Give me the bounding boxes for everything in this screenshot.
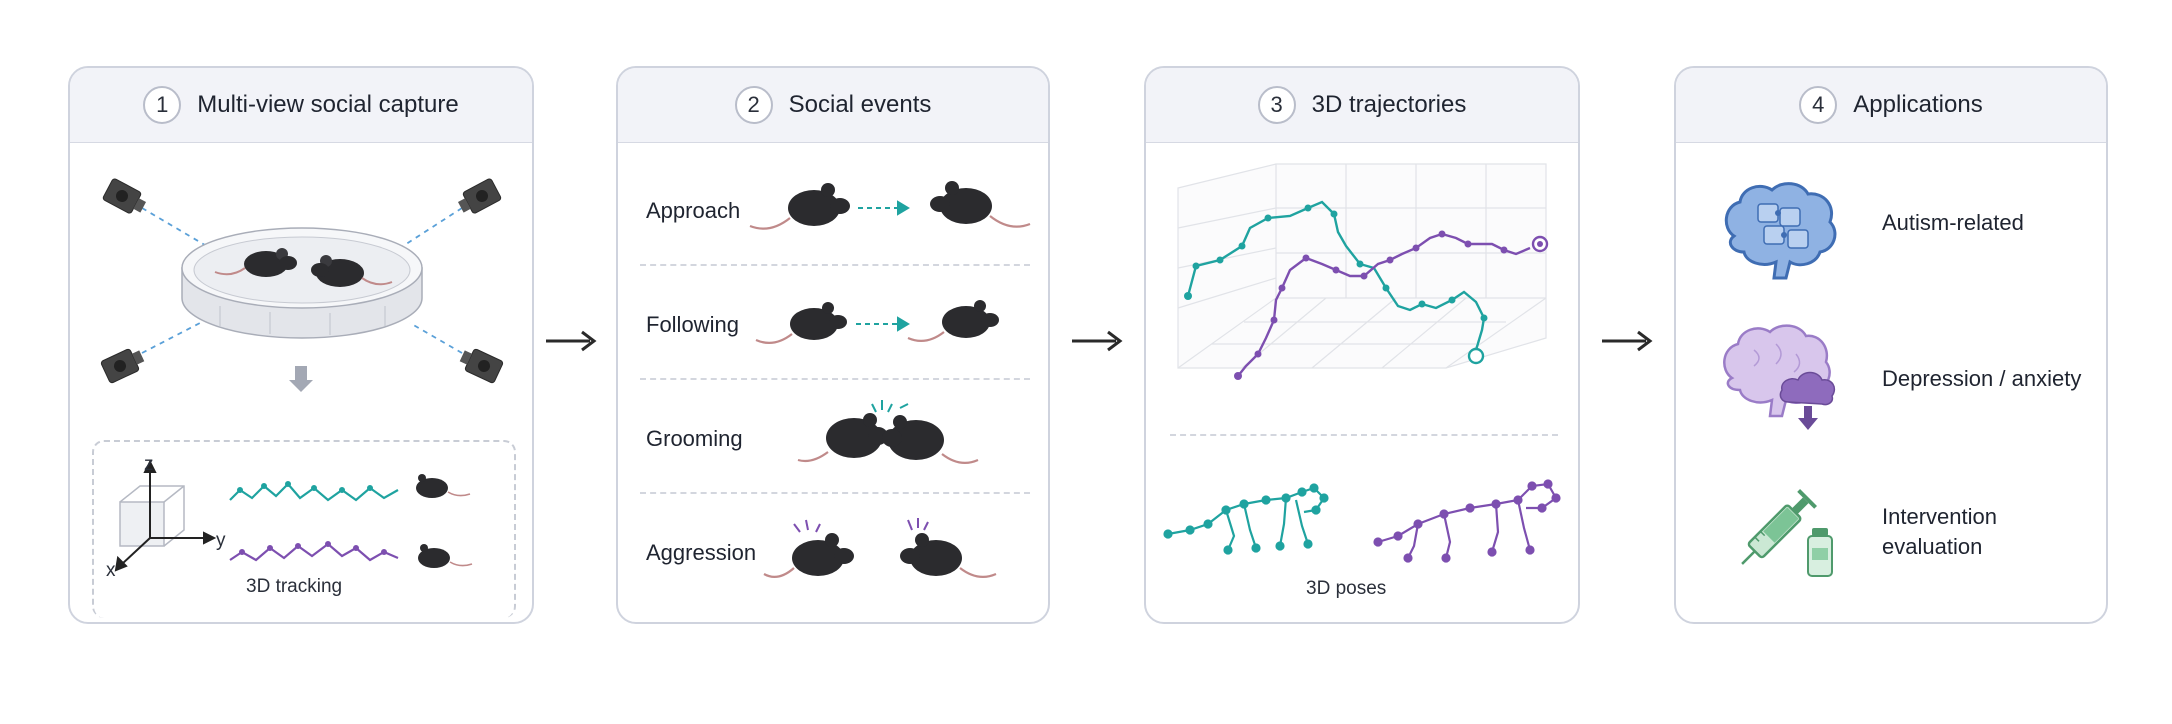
camera-icon xyxy=(100,348,145,384)
teal-trajectory xyxy=(229,482,399,502)
grooming-marks-icon xyxy=(871,400,909,413)
camera-icon xyxy=(102,178,147,214)
axis-label-y: y xyxy=(216,530,226,551)
purple-pose-skeleton xyxy=(1373,479,1561,563)
divider xyxy=(1170,434,1558,436)
step-number: 2 xyxy=(734,86,773,124)
axis-label-x: x xyxy=(106,560,116,581)
panel-capture: 1 Multi-view social capture xyxy=(68,66,534,624)
panel-title: Multi-view social capture xyxy=(197,91,459,118)
mouse-icon xyxy=(882,415,979,465)
mouse-icon xyxy=(907,300,999,343)
brain-cloud-icon xyxy=(1723,324,1836,430)
dashed-arrow-icon xyxy=(856,316,910,332)
application-label-intervention-line2: evaluation xyxy=(1882,534,1983,559)
mouse-icon xyxy=(418,544,473,568)
divider xyxy=(640,492,1030,494)
panel-trajectories: 3 3D trajectories xyxy=(1144,66,1580,624)
cloud-icon xyxy=(1779,371,1836,406)
poses-caption: 3D poses xyxy=(1306,578,1387,599)
camera-icon xyxy=(459,348,504,384)
divider xyxy=(640,264,1030,266)
arena-dish-icon xyxy=(181,227,423,339)
mouse-icon xyxy=(797,413,888,463)
mouse-icon xyxy=(416,474,471,498)
step-number: 4 xyxy=(1799,86,1838,124)
mouse-icon xyxy=(214,248,297,277)
event-label-aggression: Aggression xyxy=(646,540,757,565)
teal-trajectory-points xyxy=(237,481,373,493)
mouse-icon xyxy=(749,183,850,230)
aggression-marks-icon xyxy=(793,518,929,533)
panel-title: 3D trajectories xyxy=(1311,91,1467,118)
tracking-caption: 3D tracking xyxy=(246,576,343,597)
divider xyxy=(640,378,1030,380)
mouse-icon xyxy=(900,533,997,579)
axes-icon xyxy=(114,459,217,572)
panel-header: 3 3D trajectories xyxy=(1146,68,1578,143)
purple-trajectory-points xyxy=(239,541,387,555)
panel-header: 4 Applications xyxy=(1676,68,2106,143)
trajectory-plot xyxy=(1177,163,1549,380)
syringe-icon xyxy=(1741,488,1833,577)
panel-header: 1 Multi-view social capture xyxy=(70,68,532,143)
camera-sightlines xyxy=(141,207,463,354)
mouse-icon xyxy=(755,302,847,345)
vial-icon xyxy=(1807,528,1833,577)
step-number: 1 xyxy=(143,86,182,124)
puzzle-brain-icon xyxy=(1724,182,1837,280)
application-label-autism: Autism-related xyxy=(1882,210,2024,235)
panel-header: 2 Social events xyxy=(618,68,1048,143)
application-label-depression: Depression / anxiety xyxy=(1882,366,2082,391)
purple-trajectory xyxy=(229,542,399,562)
flow-arrow-icon xyxy=(1072,330,1123,352)
application-label-intervention-line1: Intervention xyxy=(1882,504,1997,529)
teal-trajectory-points xyxy=(1184,204,1488,322)
axis-label-z: z xyxy=(144,454,154,475)
poses-illustration xyxy=(1163,479,1561,563)
panel-title: Social events xyxy=(788,91,932,118)
tracking-box xyxy=(92,440,516,618)
teal-end-marker xyxy=(1467,347,1485,365)
tracking-illustration xyxy=(114,459,473,572)
capture-arena-illustration xyxy=(100,178,504,392)
mouse-icon xyxy=(930,181,1031,228)
flow-arrow-icon xyxy=(546,330,597,352)
event-label-grooming: Grooming xyxy=(646,426,743,451)
step-number: 3 xyxy=(1257,86,1296,124)
mouse-icon xyxy=(763,533,854,579)
flow-arrow-icon xyxy=(1602,330,1653,352)
teal-pose-skeleton xyxy=(1163,483,1329,555)
social-events-illustration xyxy=(749,181,1031,579)
down-arrow-icon xyxy=(289,366,313,392)
event-label-following: Following xyxy=(646,312,739,337)
camera-icon xyxy=(457,178,502,214)
purple-trajectory-points xyxy=(1234,230,1508,380)
dashed-arrow-icon xyxy=(858,200,910,216)
mouse-icon xyxy=(311,255,393,287)
panel-title: Applications xyxy=(1853,91,1983,118)
event-label-approach: Approach xyxy=(646,198,741,223)
panel-applications: 4 Applications Autism-related Depression… xyxy=(1674,66,2108,624)
panel-social-events: 2 Social events Approach Following Groom… xyxy=(616,66,1050,624)
